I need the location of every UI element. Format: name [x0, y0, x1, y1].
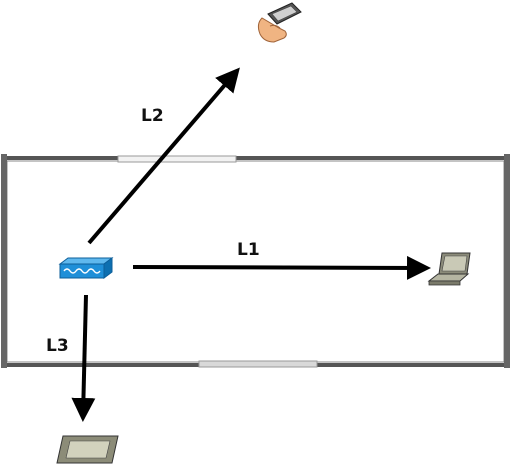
link-l1: L1 — [132, 240, 431, 280]
link-l1-label: L1 — [237, 240, 260, 260]
room — [1, 154, 510, 368]
link-l2-arrow — [87, 67, 240, 245]
link-l3: L3 — [46, 294, 96, 422]
link-l1-arrow — [132, 255, 431, 280]
bottom-window — [198, 360, 318, 368]
left-door-jamb — [1, 154, 7, 368]
link-l2-label: L2 — [141, 106, 164, 126]
tablet-icon[interactable] — [56, 435, 119, 464]
wireless-access-point-icon[interactable] — [58, 257, 114, 279]
link-l3-label: L3 — [46, 336, 69, 356]
link-l3-arrow — [71, 294, 96, 422]
link-l2: L2 — [87, 67, 240, 245]
right-door-jamb — [504, 154, 510, 368]
laptop-icon[interactable] — [427, 252, 471, 286]
top-window — [117, 155, 237, 163]
handheld-device-icon[interactable] — [257, 2, 302, 43]
